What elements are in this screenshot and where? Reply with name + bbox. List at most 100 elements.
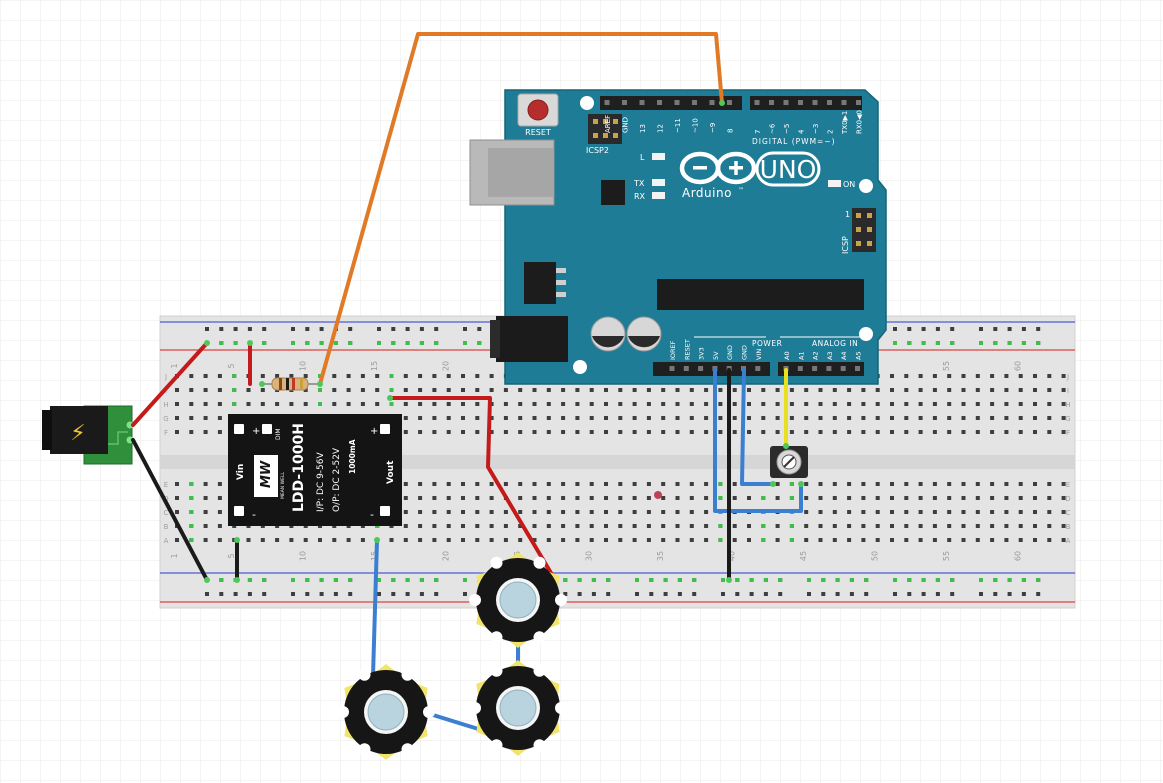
digital-header-pins bbox=[604, 100, 861, 105]
power-pin-label: 5V bbox=[712, 351, 720, 360]
header-pin bbox=[755, 366, 761, 371]
row-letter: F bbox=[1066, 429, 1070, 437]
breadboard-hole bbox=[990, 538, 995, 542]
connected-hole bbox=[232, 388, 237, 392]
connected-rail-hole bbox=[577, 578, 582, 582]
breadboard-hole bbox=[503, 416, 508, 420]
connected-rail-hole bbox=[893, 341, 897, 345]
breadboard-hole bbox=[217, 388, 222, 392]
breadboard-hole bbox=[503, 388, 508, 392]
breadboard-hole bbox=[418, 482, 423, 486]
connected-rail-hole bbox=[291, 341, 295, 345]
breadboard-hole bbox=[418, 496, 423, 500]
rail-hole bbox=[319, 592, 324, 596]
breadboard-hole bbox=[203, 524, 208, 528]
breadboard-hole bbox=[1047, 374, 1052, 378]
led-tx bbox=[652, 179, 665, 186]
breadboard-hole bbox=[503, 524, 508, 528]
breadboard-hole bbox=[475, 388, 480, 392]
breadboard-hole bbox=[589, 524, 594, 528]
breadboard-hole bbox=[890, 416, 894, 420]
row-letter: A bbox=[1066, 537, 1071, 545]
column-number: 60 bbox=[1014, 551, 1023, 561]
wire-orange-pin9 bbox=[318, 32, 724, 386]
breadboard-hole bbox=[561, 510, 566, 514]
breadboard-hole bbox=[175, 430, 179, 434]
breadboard-hole bbox=[618, 524, 623, 528]
breadboard-hole bbox=[646, 388, 651, 392]
led-on bbox=[828, 180, 841, 187]
breadboard-hole bbox=[246, 402, 251, 406]
breadboard-hole bbox=[990, 374, 995, 378]
rail-hole bbox=[821, 592, 826, 596]
header-pin bbox=[709, 100, 715, 105]
analog-pin-label: A0 bbox=[783, 351, 791, 360]
breadboard-hole bbox=[604, 402, 608, 406]
connected-rail-hole bbox=[849, 578, 854, 582]
breadboard-hole bbox=[346, 402, 351, 406]
header-pin bbox=[727, 100, 732, 105]
header-pin bbox=[855, 366, 860, 371]
breadboard-hole bbox=[604, 510, 608, 514]
breadboard-hole bbox=[518, 510, 523, 514]
breadboard-hole bbox=[589, 388, 594, 392]
connected-rail-hole bbox=[377, 341, 381, 345]
breadboard-hole bbox=[203, 482, 208, 486]
led-notch bbox=[555, 594, 567, 606]
breadboard-hole bbox=[732, 416, 737, 420]
meanwell-logo-box bbox=[254, 455, 278, 497]
breadboard-hole bbox=[704, 524, 709, 528]
rail-hole bbox=[477, 327, 482, 331]
breadboard-hole bbox=[446, 524, 451, 528]
breadboard-hole bbox=[303, 538, 308, 542]
breadboard-hole bbox=[489, 388, 494, 392]
breadboard-hole bbox=[875, 510, 880, 514]
jack-body bbox=[50, 406, 108, 454]
rail-hole bbox=[291, 327, 295, 331]
breadboard-hole bbox=[861, 402, 866, 406]
rail-hole bbox=[219, 592, 224, 596]
regulator-pin bbox=[556, 280, 566, 285]
breadboard-hole bbox=[346, 388, 351, 392]
breadboard-hole bbox=[332, 402, 337, 406]
connected-hole bbox=[232, 374, 237, 378]
row-letter: B bbox=[164, 523, 169, 531]
breadboard-hole bbox=[1033, 374, 1037, 378]
connected-rail-hole bbox=[1036, 341, 1041, 345]
breadboard-hole bbox=[503, 402, 508, 406]
connected-rail-hole bbox=[1036, 578, 1041, 582]
row-letter: D bbox=[1065, 495, 1070, 503]
marker-dot bbox=[654, 491, 662, 499]
digital-header-right bbox=[750, 96, 862, 110]
row-letter: G bbox=[163, 415, 168, 423]
connected-rail-hole bbox=[247, 578, 252, 582]
breadboard-hole bbox=[461, 510, 465, 514]
row-letter: H bbox=[163, 401, 168, 409]
column-number: 15 bbox=[370, 361, 379, 371]
connected-hole bbox=[718, 496, 723, 500]
breadboard-hole bbox=[203, 538, 208, 542]
breadboard-hole bbox=[675, 538, 680, 542]
breadboard-hole bbox=[1061, 416, 1066, 420]
breadboard-hole bbox=[461, 482, 465, 486]
breadboard-hole bbox=[446, 416, 451, 420]
rail-hole bbox=[749, 592, 754, 596]
connected-hole bbox=[789, 482, 794, 486]
breadboard-hole bbox=[175, 482, 179, 486]
breadboard-hole bbox=[418, 416, 423, 420]
breadboard-hole bbox=[175, 496, 179, 500]
breadboard-hole bbox=[275, 374, 280, 378]
rail-hole bbox=[233, 592, 238, 596]
power-pin-label: VIN bbox=[755, 349, 763, 360]
breadboard-hole bbox=[904, 510, 909, 514]
breadboard-hole bbox=[446, 374, 451, 378]
breadboard-hole bbox=[847, 496, 852, 500]
connected-rail-hole bbox=[377, 578, 381, 582]
breadboard-hole bbox=[175, 510, 179, 514]
breadboard-hole bbox=[532, 538, 537, 542]
breadboard-hole bbox=[661, 482, 666, 486]
breadboard-hole bbox=[518, 482, 523, 486]
breadboard-hole bbox=[747, 416, 751, 420]
star-led bbox=[469, 552, 567, 648]
breadboard-hole bbox=[789, 416, 794, 420]
